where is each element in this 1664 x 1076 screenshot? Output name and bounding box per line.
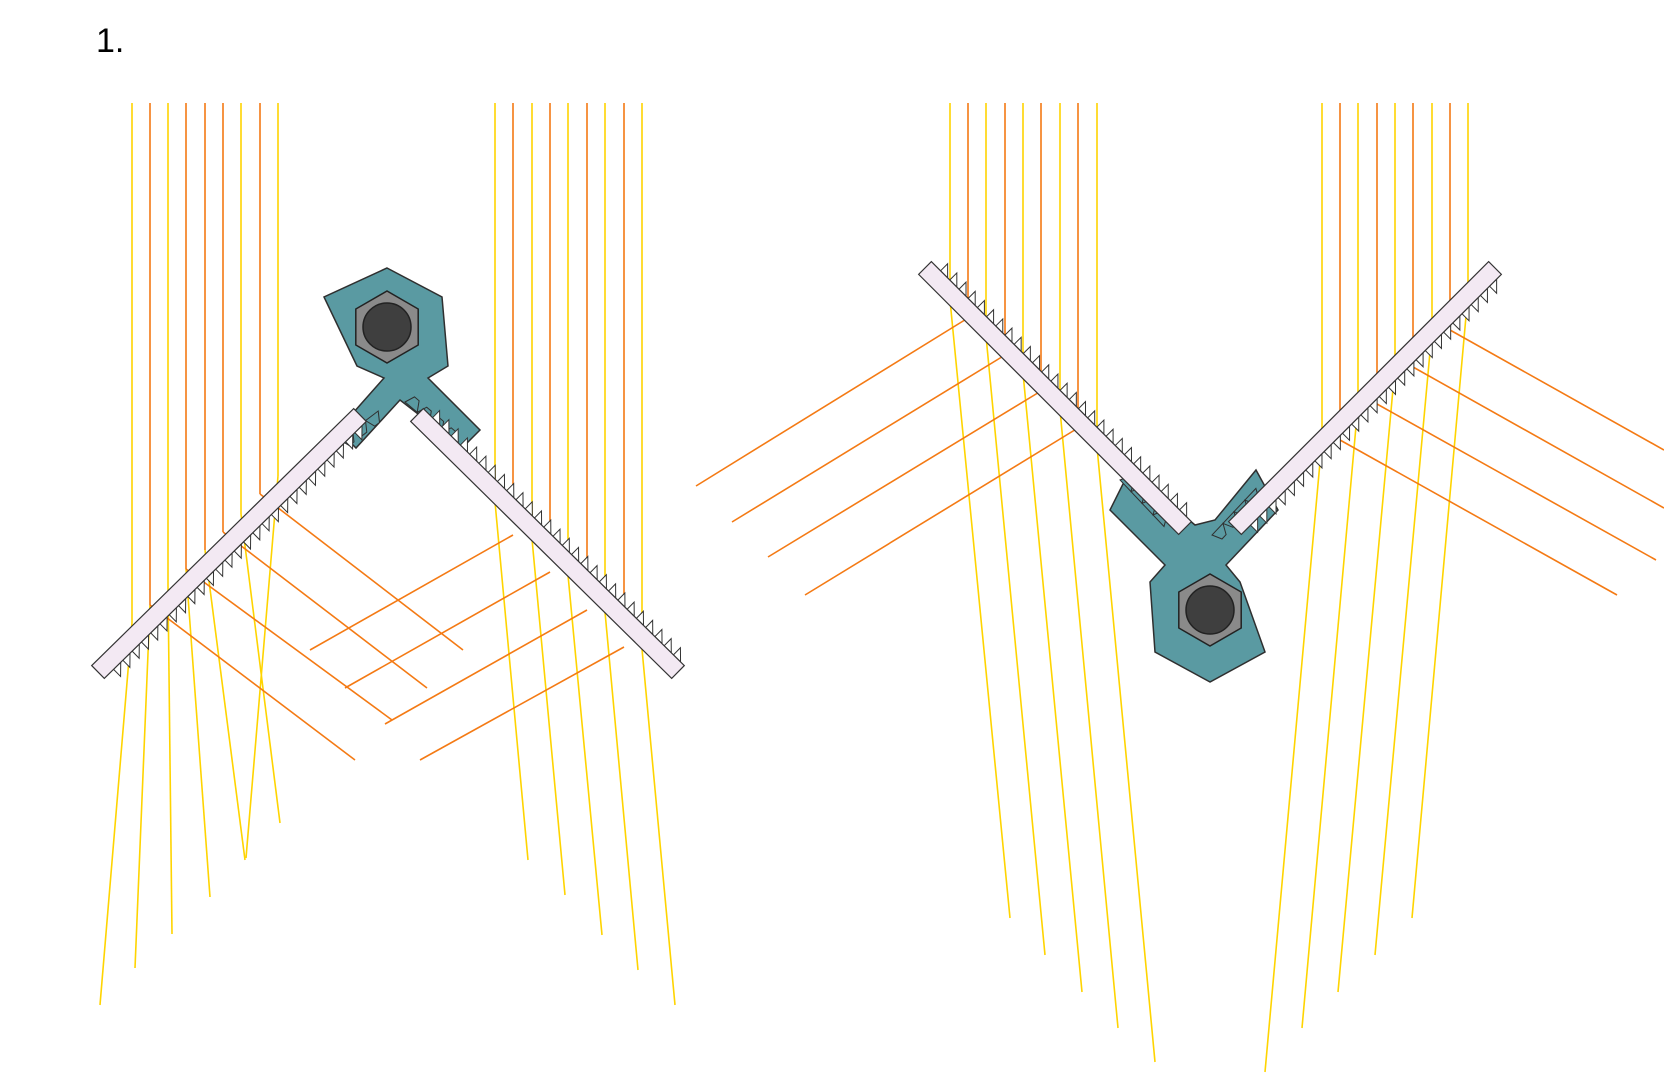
diffracted-ray-yellow xyxy=(641,648,676,1006)
diffracted-ray-yellow xyxy=(1337,366,1396,993)
bolt-icon xyxy=(1185,585,1235,635)
diffracted-ray-yellow xyxy=(204,549,246,861)
diffracted-ray-orange xyxy=(731,354,1006,523)
grating-assembly-right xyxy=(917,260,1503,683)
diffracted-ray-orange xyxy=(185,568,393,721)
diffracted-ray-orange xyxy=(344,571,551,689)
grating-teeth xyxy=(939,262,1188,519)
diffracted-ray-orange xyxy=(1412,366,1664,509)
diffracted-ray-orange xyxy=(222,531,428,689)
diffracted-ray-yellow xyxy=(1301,403,1359,1029)
diffracted-ray-yellow xyxy=(185,568,211,898)
diffracted-ray-orange xyxy=(149,604,356,761)
diffraction-grating-icon xyxy=(1227,260,1503,536)
grating-teeth xyxy=(112,424,363,678)
diffracted-ray-orange xyxy=(309,534,514,651)
diffracted-ray-yellow xyxy=(1264,439,1323,1073)
diffracted-ray-yellow xyxy=(985,335,1046,956)
grating-teeth xyxy=(1249,277,1498,534)
diffracted-ray-orange xyxy=(1449,329,1664,451)
diffracted-ray-orange xyxy=(419,646,625,761)
diffracted-ray-yellow xyxy=(167,586,173,935)
diffracted-ray-yellow xyxy=(1374,329,1433,956)
diffracted-ray-orange xyxy=(384,609,588,725)
grating-teeth xyxy=(431,409,682,664)
diffracted-ray-orange xyxy=(695,317,969,487)
diffracted-ray-orange xyxy=(767,390,1042,558)
grating-assembly-left xyxy=(90,267,686,680)
diffracted-ray-yellow xyxy=(604,611,639,971)
diffracted-ray-yellow xyxy=(1022,372,1083,993)
diffracted-ray-orange xyxy=(259,493,464,651)
diffracted-ray-yellow xyxy=(949,299,1011,919)
diffracted-ray-yellow xyxy=(99,622,133,1006)
diffracted-ray-orange xyxy=(1339,439,1618,596)
diffraction-grating-icon xyxy=(409,407,686,680)
diffracted-ray-yellow xyxy=(1411,293,1469,919)
diffraction-grating-icon xyxy=(917,260,1193,536)
diffracted-ray-yellow xyxy=(567,574,603,936)
diffracted-ray-orange xyxy=(1376,403,1657,561)
diffracted-ray-yellow xyxy=(245,475,279,859)
figure-label: 1. xyxy=(96,22,125,60)
diffracted-ray-yellow xyxy=(1096,446,1156,1063)
diffracted-ray-yellow xyxy=(1059,409,1119,1029)
diffracted-ray-orange xyxy=(804,427,1079,596)
diffraction-grating-icon xyxy=(90,407,368,680)
diffracted-ray-yellow xyxy=(240,513,281,824)
diffracted-ray-yellow xyxy=(531,538,566,896)
bolt-icon xyxy=(362,302,412,352)
light-rays xyxy=(99,103,1664,1073)
diffracted-ray-yellow xyxy=(494,501,529,861)
diffracted-ray-yellow xyxy=(134,604,151,969)
